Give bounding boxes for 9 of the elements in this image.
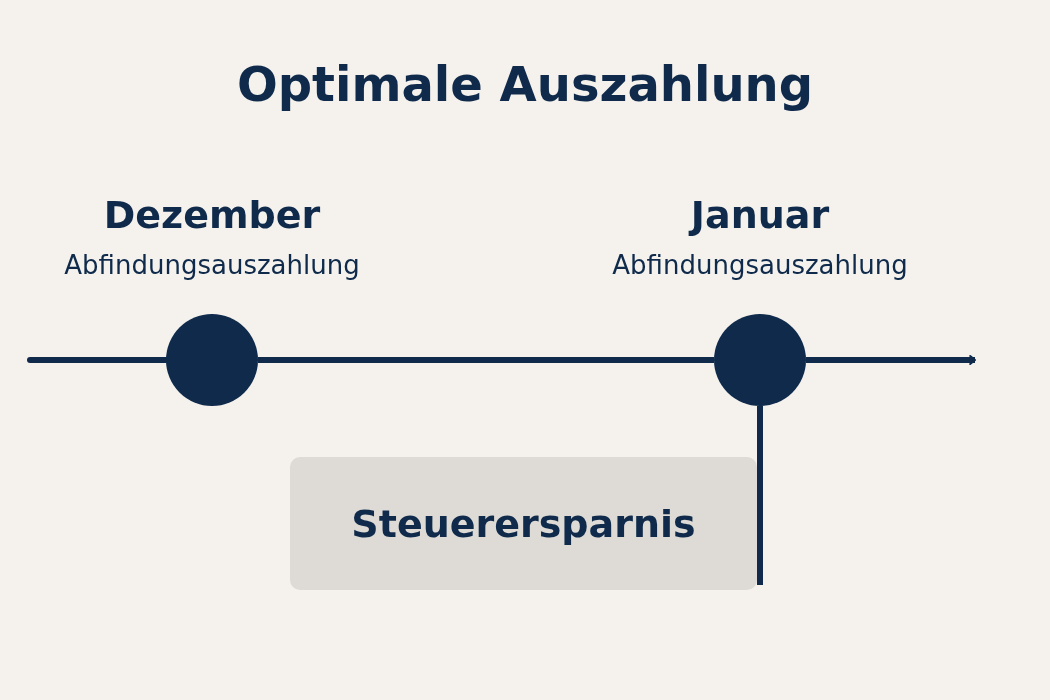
event-caption: Abfindungsauszahlung <box>612 250 908 280</box>
result-box: Steuerersparnis <box>290 457 757 590</box>
connector-line <box>757 406 763 585</box>
connector-line <box>258 357 714 363</box>
diagram-title: Optimale Auszahlung <box>236 56 814 112</box>
month-heading: Dezember <box>103 193 321 237</box>
month-heading: Januar <box>690 193 830 237</box>
event-caption: Abfindungsauszahlung <box>64 250 360 280</box>
arrow <box>806 355 976 365</box>
